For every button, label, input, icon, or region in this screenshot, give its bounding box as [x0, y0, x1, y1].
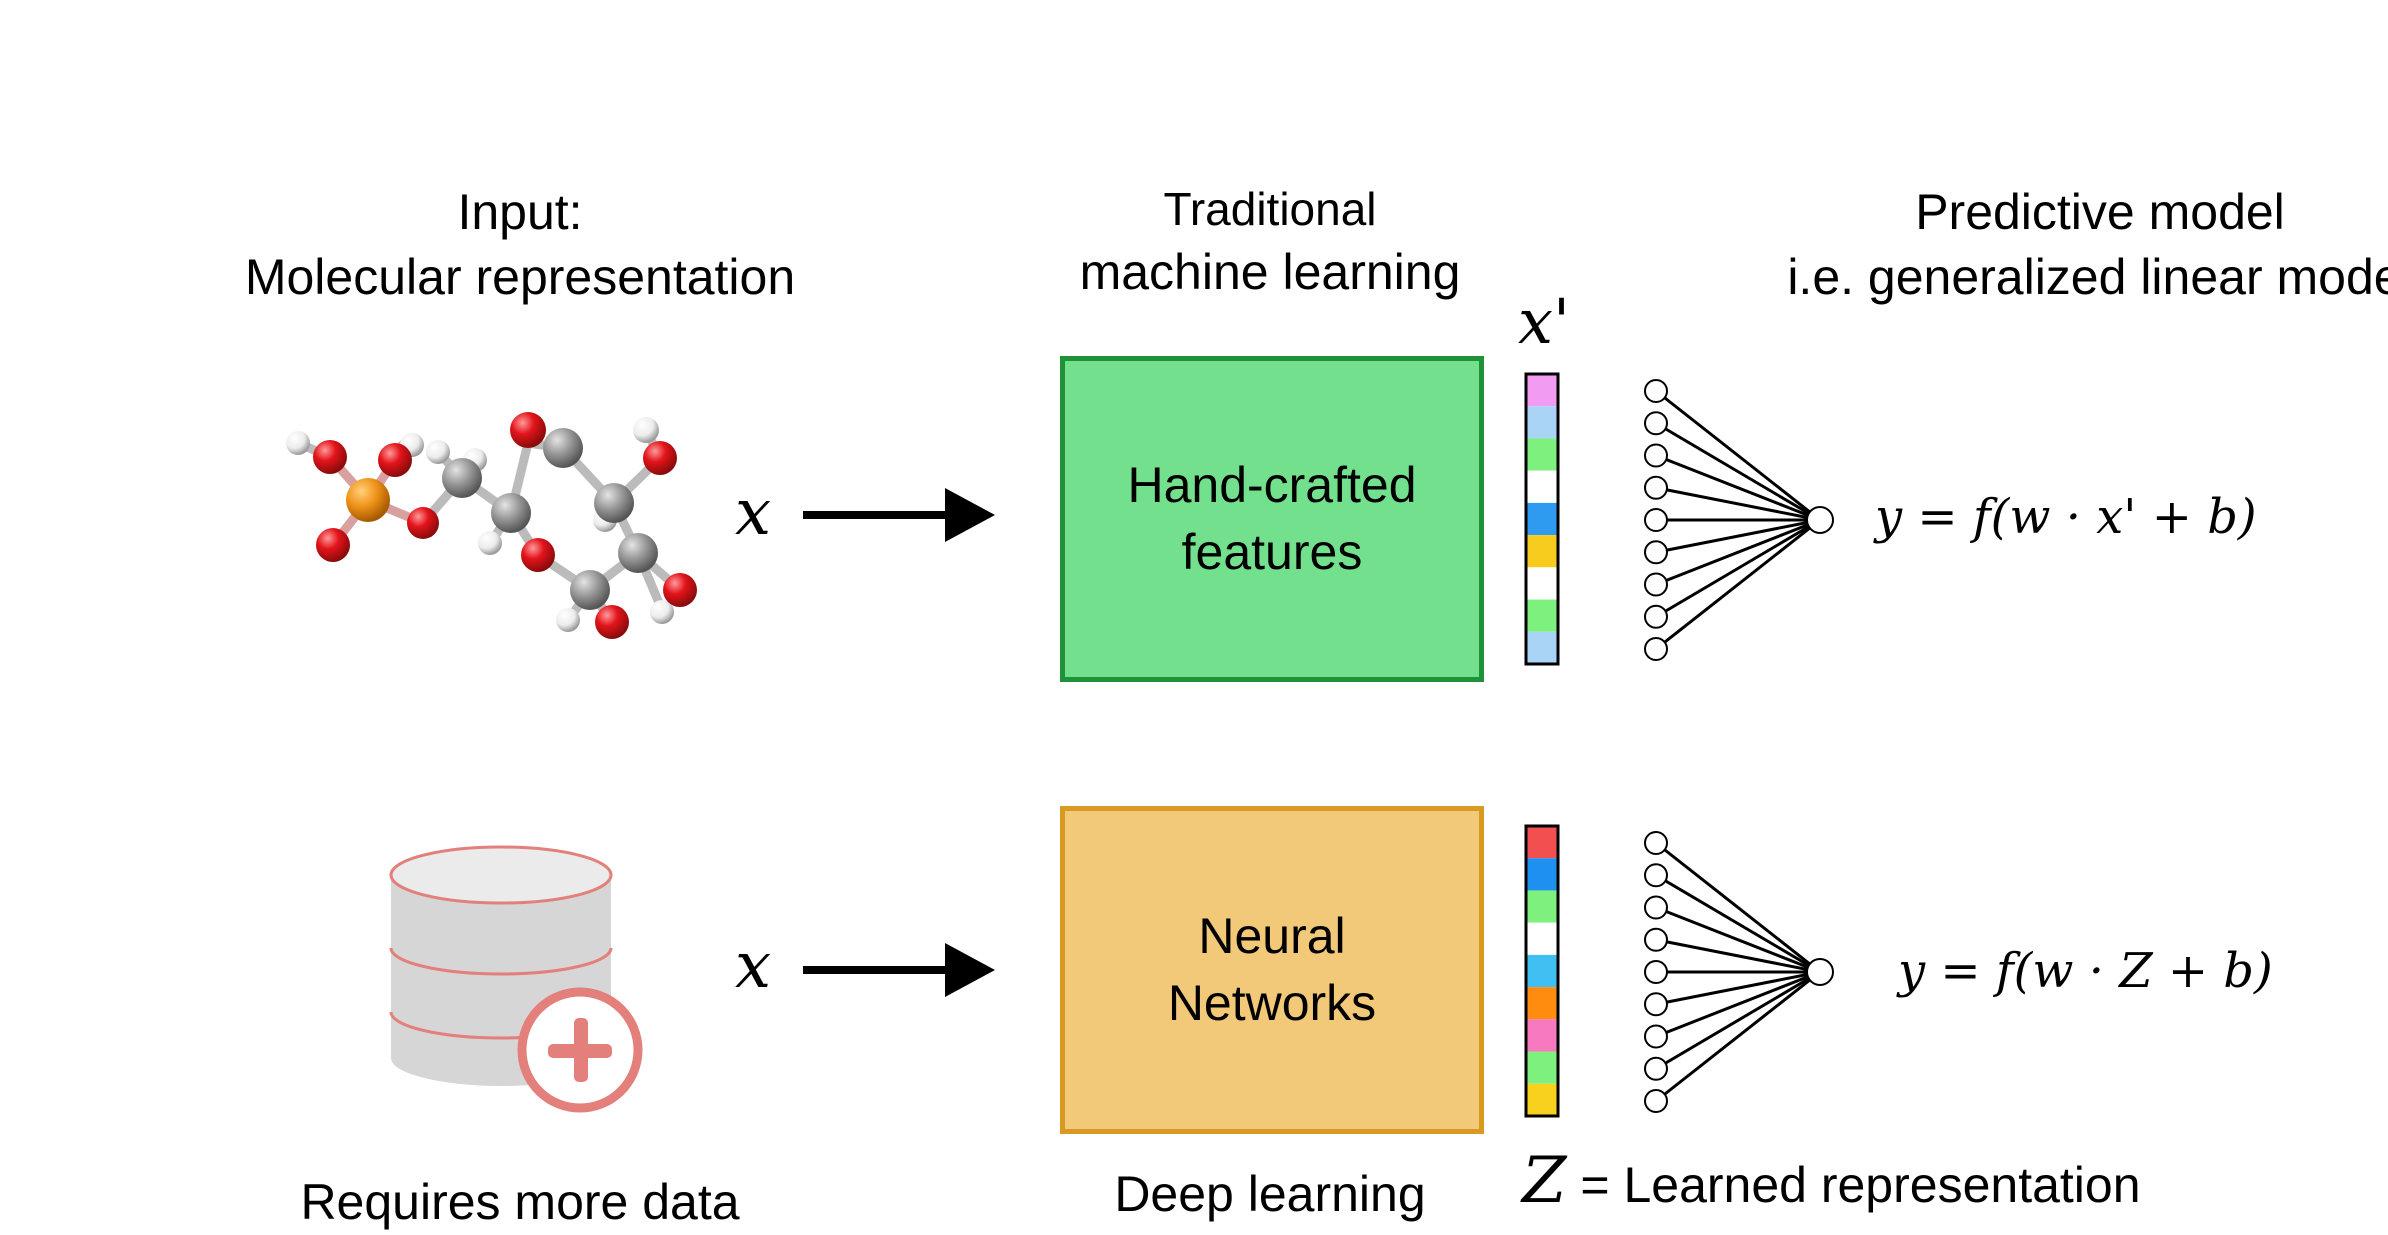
predictive-model-header-line1: Predictive model — [1915, 184, 2285, 240]
vector-cell — [1526, 922, 1558, 955]
hand-crafted-line2: features — [1181, 524, 1363, 580]
vector-cell — [1526, 858, 1558, 891]
traditional-ml-header-line1: Traditional — [1163, 183, 1377, 235]
output-node — [1806, 958, 1834, 986]
neural-networks-box: Neural Networks — [1060, 806, 1484, 1134]
learned-representation-text: = Learned representation — [1580, 1157, 2141, 1213]
vector-cell — [1526, 1019, 1558, 1052]
requires-more-data-label: Requires more data — [300, 1174, 740, 1230]
connection-line — [1655, 906, 1821, 974]
connection-line — [1655, 518, 1821, 619]
learned-representation-vector — [1524, 824, 1560, 1118]
vector-cell — [1526, 406, 1558, 439]
connection-line — [1655, 873, 1821, 974]
input-header: Input: Molecular representation — [180, 180, 860, 310]
input-node — [1644, 992, 1668, 1017]
vector-cell — [1526, 599, 1558, 632]
traditional-ml-header-line2: machine learning — [1079, 243, 1461, 300]
input-node — [1644, 863, 1668, 888]
input-node — [1644, 1024, 1668, 1049]
molecule-icon — [286, 412, 697, 639]
vector-cell — [1526, 535, 1558, 568]
arrow-bottom — [803, 943, 995, 997]
output-node — [1806, 506, 1834, 534]
equation-top: y = f(w · x' + b) — [1875, 489, 2257, 545]
vector-cell — [1526, 1083, 1558, 1116]
connection-line — [1655, 970, 1821, 1103]
input-node — [1644, 572, 1668, 597]
input-node — [1644, 960, 1668, 984]
predictive-model-header-line2: i.e. generalized linear model — [1787, 249, 2388, 305]
input-node — [1644, 895, 1668, 920]
connection-line — [1655, 421, 1821, 522]
input-node — [1644, 540, 1668, 565]
input-node — [1644, 604, 1668, 629]
input-node — [1644, 831, 1668, 855]
connection-line — [1655, 518, 1821, 586]
input-node — [1644, 927, 1668, 952]
neural-networks-line2: Networks — [1167, 975, 1377, 1031]
connection-line — [1655, 518, 1821, 554]
hand-crafted-features-box: Hand-crafted features — [1060, 356, 1484, 682]
input-node — [1644, 1056, 1668, 1081]
vector-cell — [1526, 954, 1558, 988]
vector-cell — [1526, 631, 1558, 664]
hand-crafted-line1: Hand-crafted — [1127, 456, 1417, 513]
traditional-ml-header: Traditional machine learning — [1030, 180, 1510, 305]
linear-model-diagram-bottom — [1644, 831, 1834, 1113]
vector-cell — [1526, 438, 1558, 471]
predictive-model-header: Predictive model i.e. generalized linear… — [1760, 180, 2388, 310]
vector-cell — [1526, 567, 1558, 600]
equation-bottom: y = f(w · Z + b) — [1898, 943, 2273, 999]
connection-line — [1655, 970, 1821, 1006]
connection-line — [1655, 486, 1821, 522]
connection-line — [1655, 970, 1821, 1071]
vector-cell — [1526, 890, 1558, 923]
vector-cell — [1526, 374, 1558, 407]
input-x-top: x — [735, 476, 772, 550]
hand-crafted-feature-vector — [1524, 372, 1560, 666]
input-node — [1644, 1089, 1668, 1113]
input-node — [1644, 637, 1668, 661]
input-node — [1644, 443, 1668, 468]
input-node — [1644, 475, 1668, 500]
vector-cell — [1526, 987, 1558, 1020]
feature-vector-label: x' — [1518, 285, 1571, 358]
input-header-line2: Molecular representation — [244, 249, 796, 305]
linear-model-diagram-top — [1644, 379, 1834, 661]
learned-representation-legend: Z = Learned representation — [1522, 1140, 2141, 1223]
database-add-icon — [389, 845, 643, 1113]
connection-line — [1655, 518, 1821, 651]
connection-line — [1655, 970, 1821, 1038]
connection-line — [1655, 841, 1821, 974]
vector-cell — [1526, 826, 1558, 859]
neural-networks-line1: Neural — [1198, 907, 1346, 964]
arrow-top — [803, 488, 995, 542]
vector-cell — [1526, 470, 1558, 503]
connection-line — [1655, 389, 1821, 522]
vector-cell — [1526, 502, 1558, 536]
input-header-line1: Input: — [457, 184, 583, 240]
input-node — [1644, 411, 1668, 436]
z-symbol: Z — [1522, 1144, 1567, 1218]
deep-learning-label: Deep learning — [1114, 1166, 1426, 1222]
input-node — [1644, 508, 1668, 532]
vector-cell — [1526, 1051, 1558, 1084]
input-x-bottom: x — [735, 929, 772, 1003]
connection-line — [1655, 454, 1821, 522]
connection-line — [1655, 938, 1821, 974]
input-node — [1644, 379, 1668, 403]
